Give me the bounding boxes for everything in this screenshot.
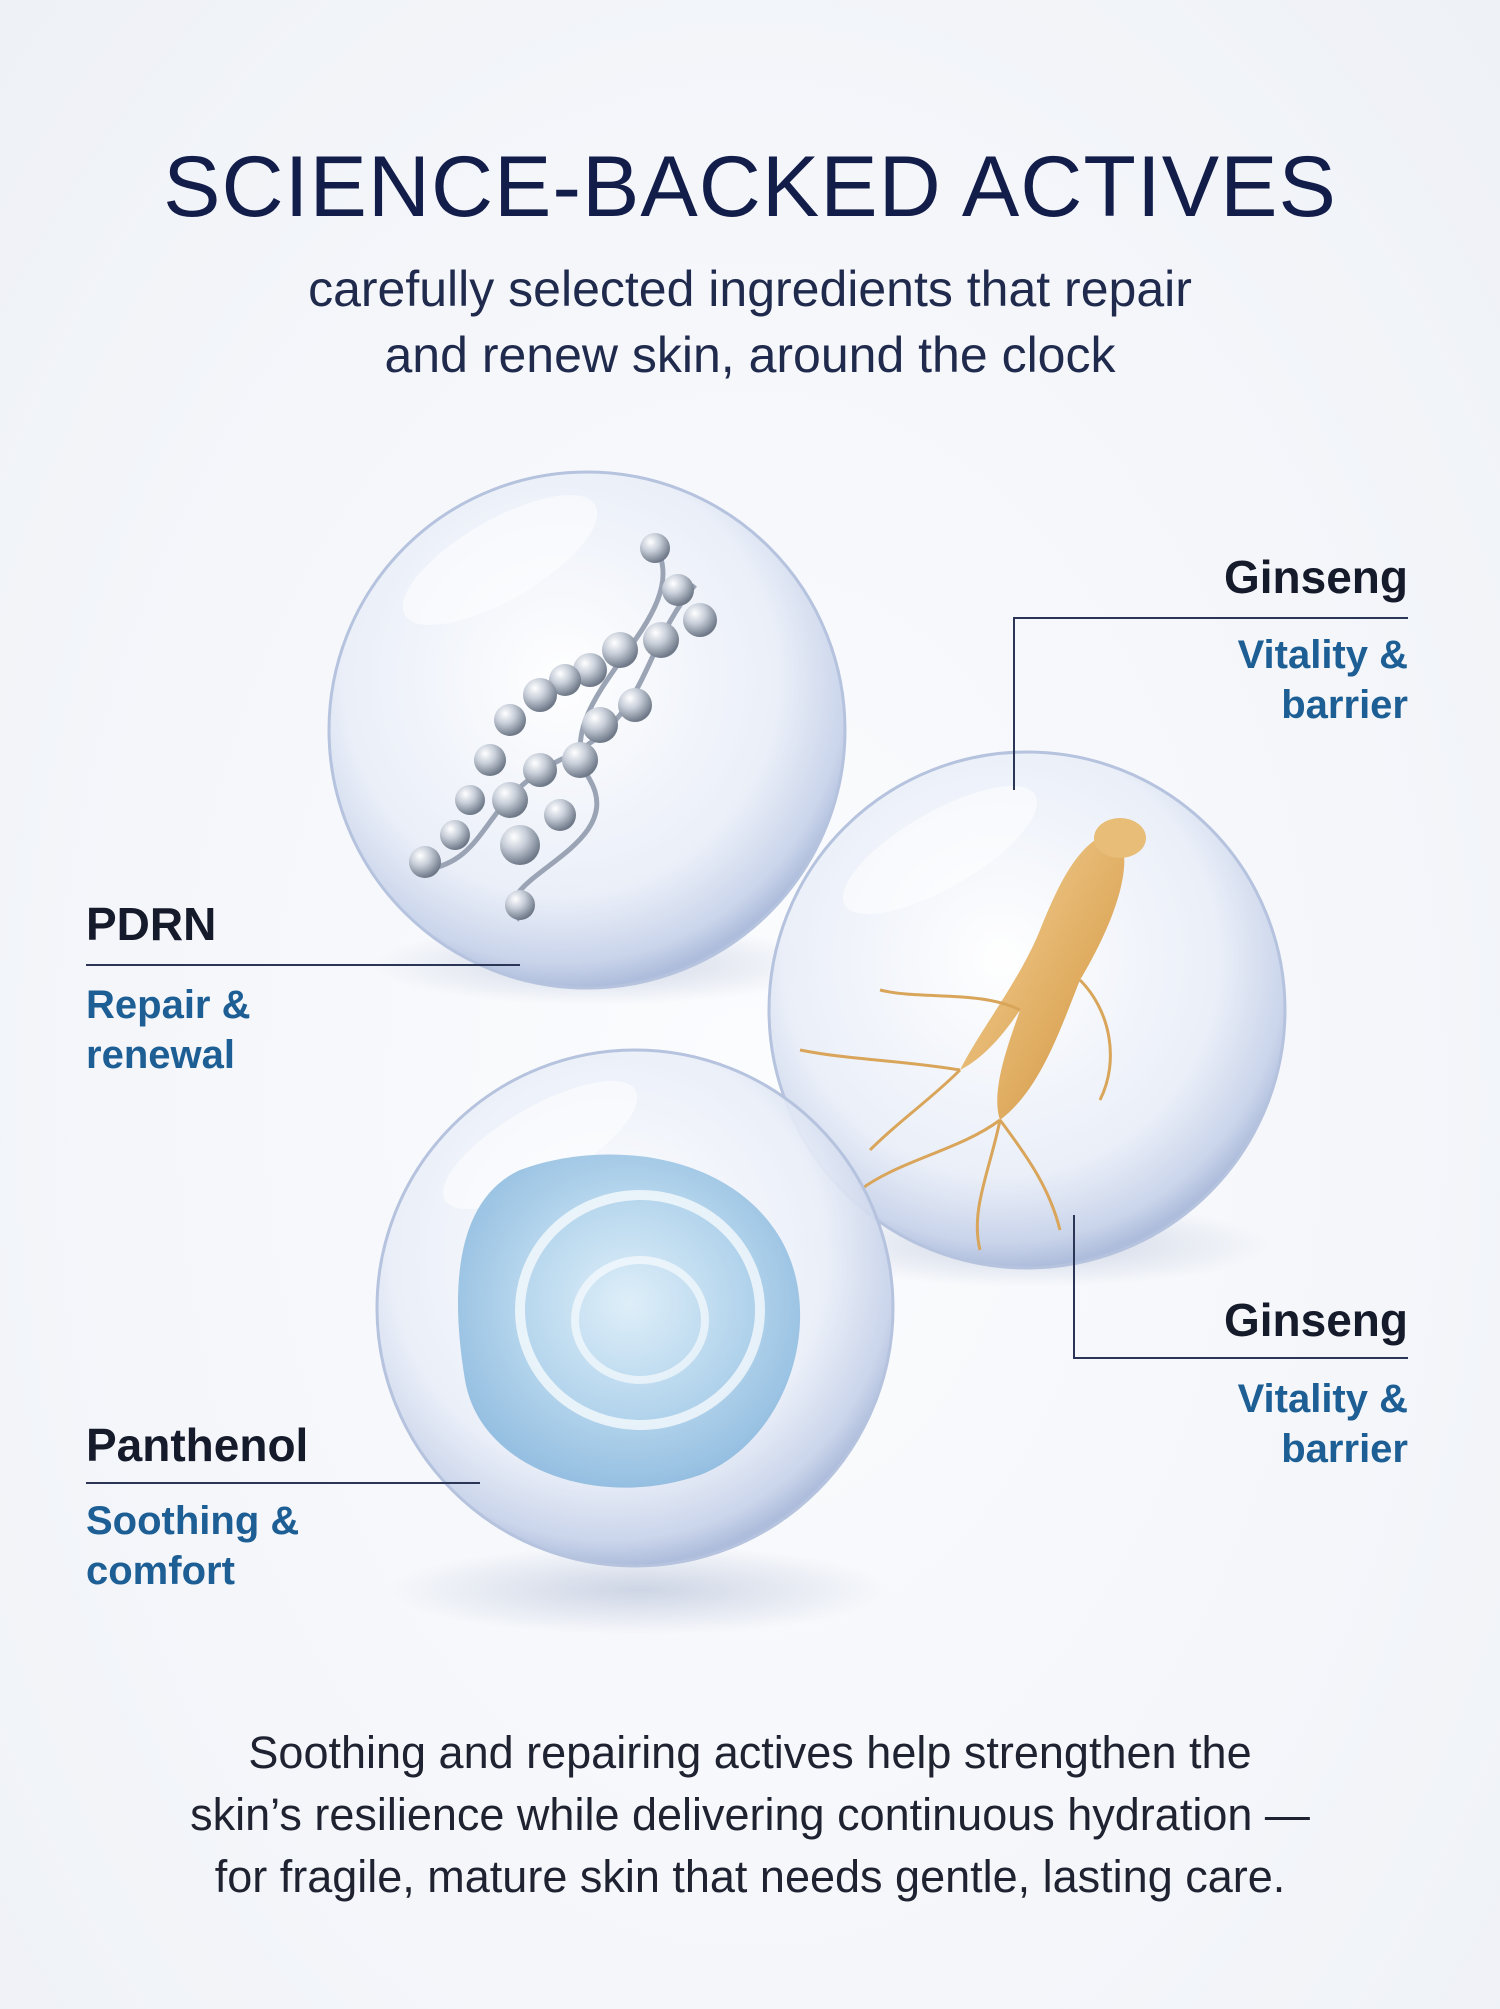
ginseng-top-leader-line	[1013, 617, 1408, 790]
ginseng-top-description: Vitality & barrier	[1238, 630, 1408, 730]
page-title: SCIENCE-BACKED ACTIVES	[163, 139, 1337, 235]
ginseng-top-desc-line: barrier	[1281, 683, 1408, 727]
panthenol-desc-line: Soothing &	[86, 1499, 300, 1543]
ginseng-root-icon	[799, 818, 1146, 1251]
ginseng-bottom-desc-line: barrier	[1281, 1427, 1408, 1471]
dna-icon	[409, 533, 717, 922]
subtitle-line: and renew skin, around the clock	[384, 327, 1116, 383]
subtitle-line: carefully selected ingredients that repa…	[308, 261, 1192, 317]
footer-text: Soothing and repairing actives help stre…	[0, 1722, 1500, 1908]
pdrn-desc-line: renewal	[86, 1033, 235, 1077]
panthenol-description: Soothing & comfort	[86, 1496, 299, 1596]
pdrn-label: PDRN	[86, 898, 217, 950]
panthenol-desc-line: comfort	[86, 1549, 235, 1593]
footer-line: skin’s resilience while delivering conti…	[190, 1789, 1310, 1840]
ginseng-top-desc-line: Vitality &	[1237, 633, 1408, 677]
ginseng-bottom-desc-line: Vitality &	[1237, 1377, 1408, 1421]
ginseng-bottom-label: Ginseng	[1223, 1294, 1408, 1346]
ginseng-bottom-leader-line	[1073, 1215, 1408, 1359]
pdrn-desc-line: Repair &	[86, 983, 251, 1027]
gel-swirl-icon	[457, 1154, 801, 1488]
ginseng-bottom-description: Vitality & barrier	[1238, 1374, 1408, 1474]
page-subtitle: carefully selected ingredients that repa…	[0, 256, 1500, 388]
footer-line: Soothing and repairing actives help stre…	[248, 1727, 1252, 1778]
panthenol-label: Panthenol	[86, 1419, 309, 1471]
ginseng-top-label: Ginseng	[1223, 551, 1408, 603]
footer-line: for fragile, mature skin that needs gent…	[214, 1851, 1286, 1902]
pdrn-description: Repair & renewal	[86, 980, 251, 1080]
